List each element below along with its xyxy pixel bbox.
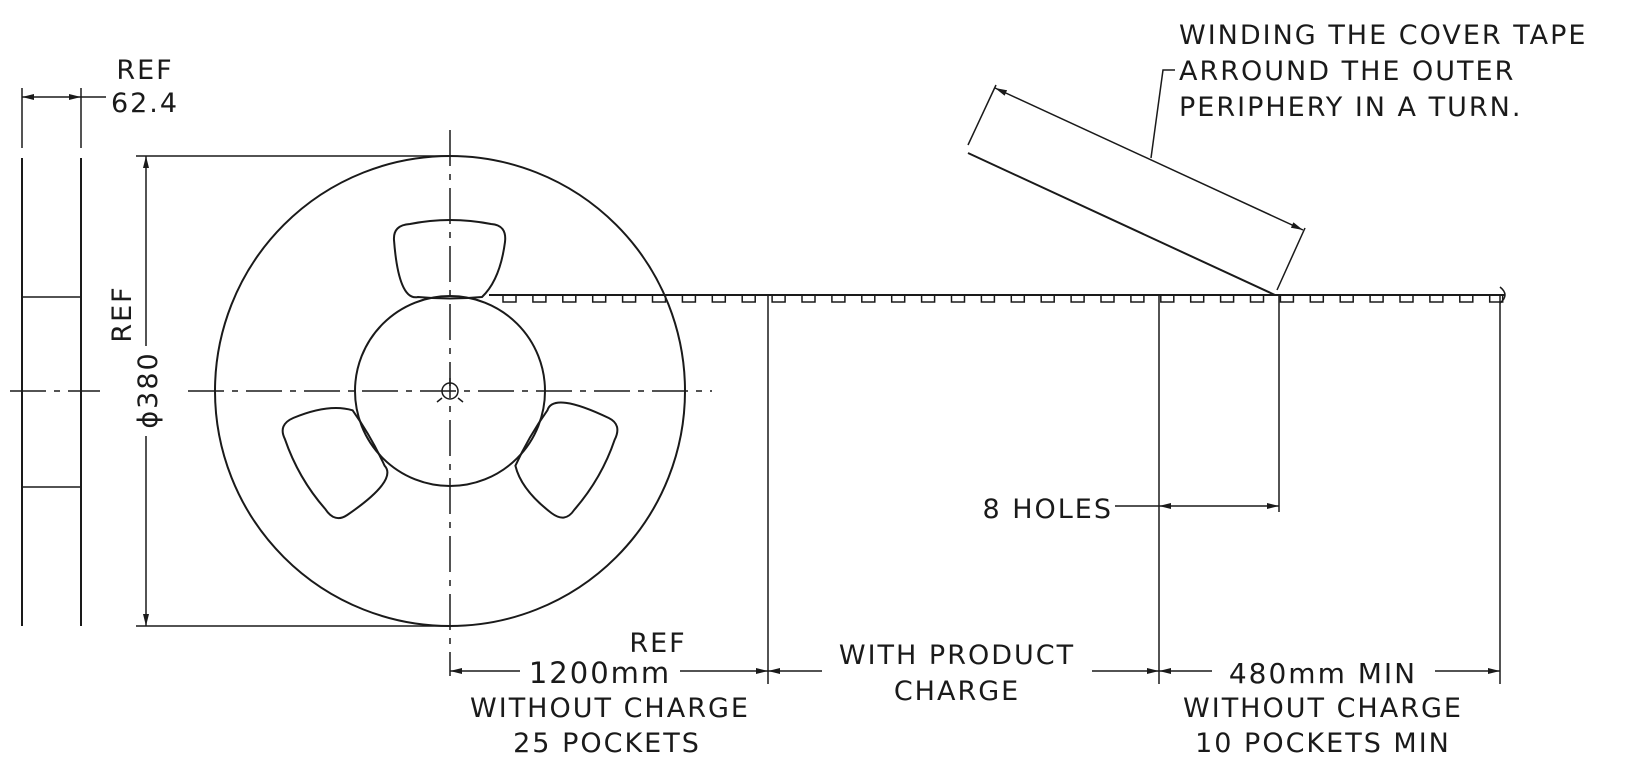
tape-pocket: [532, 295, 547, 303]
leader-charge-label: WITHOUT CHARGE: [470, 693, 750, 724]
leader-ref-label: REF: [629, 628, 686, 659]
diameter-ref-label: REF: [107, 285, 138, 342]
reel-window-lower-left: [281, 407, 389, 520]
cover-tape-note-line3: PERIPHERY IN A TURN.: [1179, 92, 1522, 123]
tape-pocket: [1040, 295, 1055, 303]
reel-window-top: [392, 219, 507, 300]
trailer-pockets-label: 10 POCKETS MIN: [1195, 728, 1451, 759]
tape-pocket: [651, 295, 667, 303]
product-label-line2: CHARGE: [894, 676, 1020, 707]
cover-tape-ext-lower: [1276, 227, 1306, 291]
cover-tape-ext-upper: [967, 84, 997, 146]
reel-window-lower-right: [514, 401, 619, 519]
tape-pocket: [1070, 295, 1085, 303]
leader-length-label: 1200mm: [529, 656, 671, 690]
carrier-tape: [489, 286, 1506, 304]
tape-pocket: [1488, 295, 1504, 303]
product-label-line1: WITH PRODUCT: [839, 640, 1075, 671]
tape-pocket: [1369, 295, 1384, 303]
holes-label: 8 HOLES: [982, 494, 1113, 525]
tape-pocket: [1309, 295, 1325, 303]
tape-pocket: [1189, 295, 1205, 303]
tape-pocket: [1010, 295, 1026, 303]
tape-pocket: [890, 295, 906, 303]
tape-pocket: [771, 295, 786, 303]
tape-pocket: [741, 295, 756, 303]
reel-front-view: REF ϕ380: [107, 130, 712, 676]
trailer-charge-label: WITHOUT CHARGE: [1183, 693, 1463, 724]
tape-pocket: [1249, 295, 1265, 303]
width-ref-label: REF: [116, 55, 173, 86]
tape-pocket: [681, 295, 697, 303]
cover-tape-leader: [1150, 69, 1175, 159]
tape-pocket: [801, 295, 816, 303]
tape-pocket: [1100, 295, 1115, 303]
cover-tape-dimension-line: [994, 87, 1304, 231]
tape-pocket: [621, 295, 637, 303]
tape-pocket: [711, 295, 727, 303]
tape-pocket: [1429, 295, 1444, 303]
diameter-value-label: ϕ380: [133, 351, 164, 428]
tape-pocket: [861, 295, 876, 303]
tape-pocket: [591, 295, 607, 303]
reel-side-view: REF 62.4: [10, 55, 179, 626]
tape-pocket: [950, 295, 966, 303]
tape-pocket: [1160, 295, 1175, 303]
tape-pocket: [1219, 295, 1235, 303]
tape-pocket: [562, 295, 577, 303]
tape-pocket: [1399, 295, 1414, 303]
tape-pocket: [831, 295, 846, 303]
tape-pocket: [1339, 295, 1354, 303]
tape-pocket: [1279, 295, 1295, 303]
leader-pockets-label: 25 POCKETS: [513, 728, 701, 759]
tape-pocket: [1130, 295, 1145, 303]
cover-tape-note-line2: ARROUND THE OUTER: [1179, 56, 1515, 87]
cover-tape-note-line1: WINDING THE COVER TAPE: [1179, 20, 1587, 51]
cover-tape-line: [967, 152, 1276, 296]
tape-pocket: [502, 295, 517, 303]
tape-pocket: [1459, 295, 1474, 303]
width-value-label: 62.4: [111, 88, 179, 119]
trailer-length-label: 480mm MIN: [1229, 657, 1417, 690]
tape-pocket: [980, 295, 996, 303]
tape-pocket: [920, 295, 936, 303]
